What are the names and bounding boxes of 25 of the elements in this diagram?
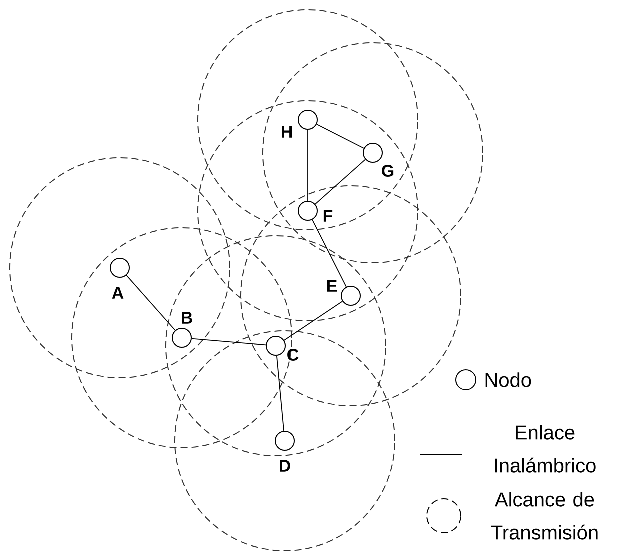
node-label: H: [282, 126, 292, 138]
node-circle: [275, 431, 295, 451]
node-circle: [172, 328, 192, 348]
node-circle: [363, 143, 383, 163]
node-label: G: [382, 164, 394, 178]
link-line: [312, 219, 347, 288]
legend-label: Nodo: [486, 372, 532, 388]
node-circle: [266, 336, 286, 356]
node-circle: [110, 258, 130, 278]
node-circle: [298, 201, 318, 221]
node-label: D: [280, 460, 290, 472]
node-circle: [341, 286, 361, 306]
link-line: [276, 356, 285, 432]
link-line: [126, 275, 176, 331]
node-label: A: [112, 287, 124, 299]
node-label: B: [182, 312, 192, 324]
link-line: [316, 124, 365, 149]
legend-label: Enlace Inalámbrico: [495, 425, 596, 473]
node-circle: [298, 110, 318, 130]
link-line: [192, 338, 266, 346]
link-line: [284, 301, 344, 341]
node-label: E: [327, 280, 338, 292]
legend-label: Alcance de Transmisión: [491, 492, 598, 540]
link-line: [315, 159, 366, 205]
node-label: F: [324, 210, 333, 222]
